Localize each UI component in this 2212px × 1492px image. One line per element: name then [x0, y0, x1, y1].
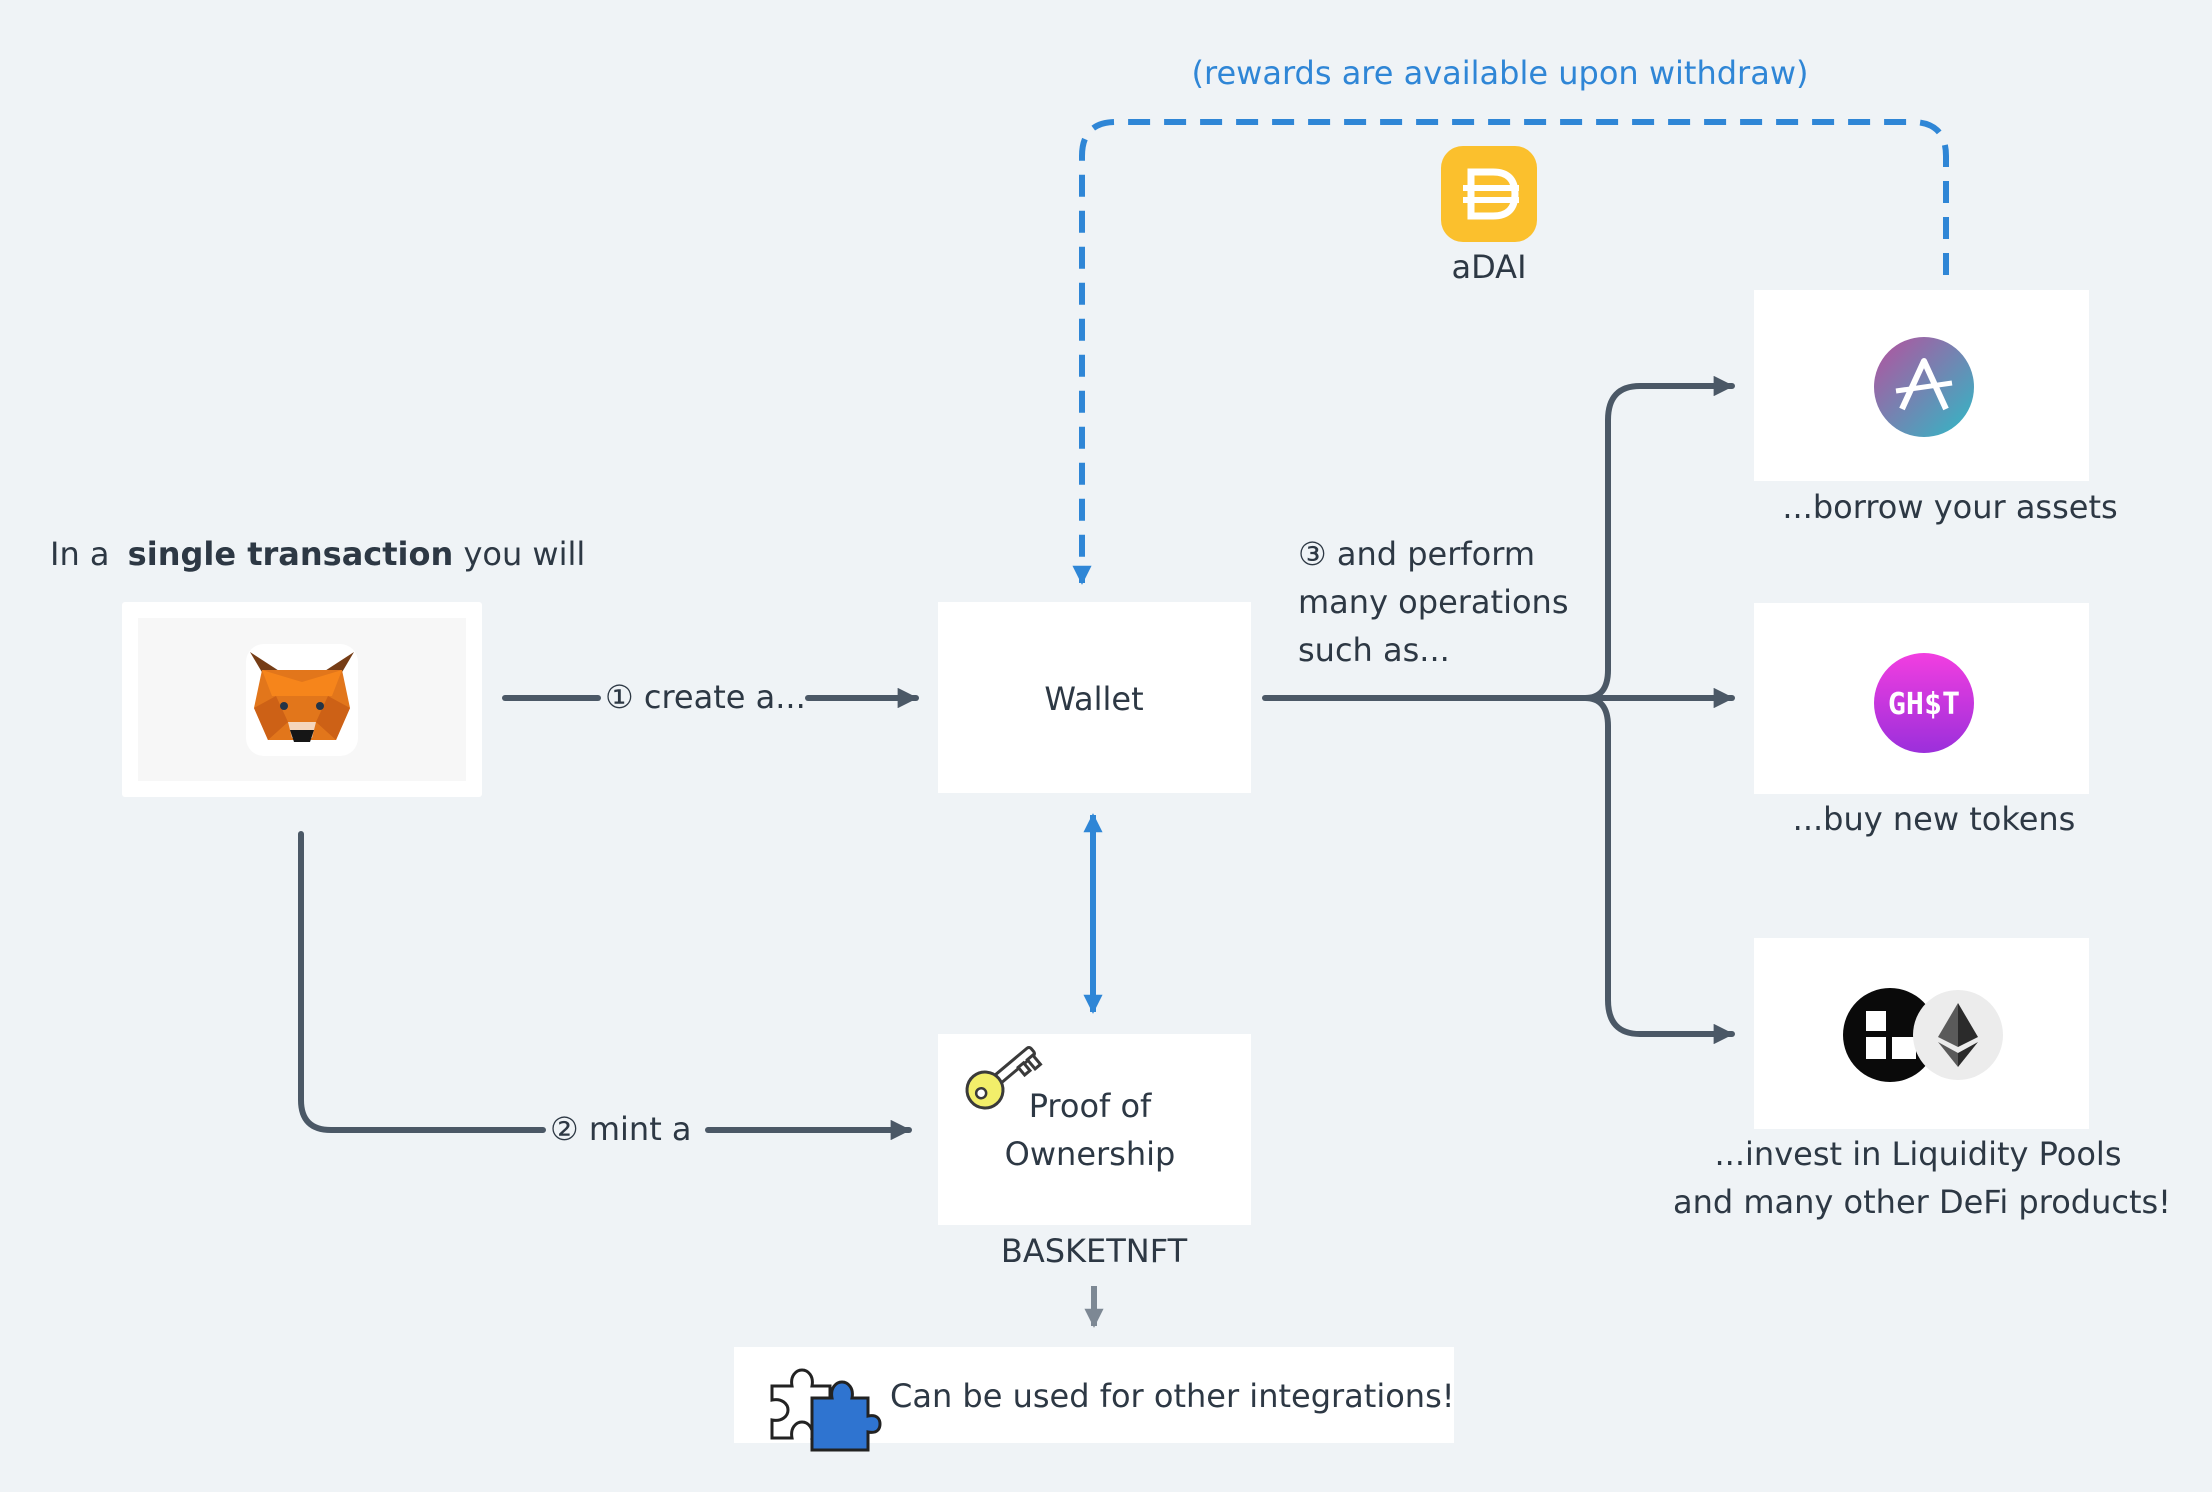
ghst-icon: GH$T [1874, 653, 1974, 753]
step-perform-line1: ③ and perform [1298, 535, 1535, 573]
buy-label: ...buy new tokens [1793, 800, 2076, 838]
intro-text: In a single transaction you will [50, 535, 585, 573]
basketnft-label: BASKETNFT [1001, 1232, 1188, 1270]
step-perform-line2: many operations [1298, 583, 1568, 621]
ghst-box: GH$T [1754, 603, 2089, 794]
proof-box: Proof of Ownership [938, 1034, 1251, 1225]
metamask-box [122, 602, 482, 797]
intro-prefix: In a [50, 535, 120, 573]
step-create-label: ① create a... [605, 678, 806, 716]
invest-label-line2: and many other DeFi products! [1673, 1183, 2171, 1221]
branch-top-arrow [1582, 375, 1735, 701]
wallet-box: Wallet [938, 602, 1251, 793]
adai-label: aDAI [1451, 248, 1526, 286]
dai-icon [1441, 146, 1537, 242]
balancer-icon [1843, 988, 1937, 1082]
rewards-note: (rewards are available upon withdraw) [1192, 54, 1809, 92]
proof-label-line2: Ownership [1005, 1135, 1176, 1173]
step-perform-line3: such as... [1298, 631, 1450, 669]
invest-label-line1: ...invest in Liquidity Pools [1715, 1135, 2122, 1173]
wallet-label: Wallet [1044, 680, 1143, 718]
borrow-label: ...borrow your assets [1782, 488, 2117, 526]
aave-box [1754, 290, 2089, 481]
proof-label-line1: Proof of [1029, 1087, 1152, 1125]
mint-connector [298, 831, 546, 1133]
aave-icon [1874, 337, 1974, 437]
ethereum-icon [1913, 990, 2003, 1080]
intro-suffix: you will [453, 535, 585, 573]
ghst-logo-text: GH$T [1888, 687, 1960, 722]
liquidity-box [1754, 938, 2089, 1129]
intro-bold: single transaction [128, 535, 454, 573]
step-perform-label: ③ and perform many operations such as... [1298, 535, 1568, 669]
puzzle-icon [770, 1368, 882, 1452]
rewards-dashed-arrow [1072, 119, 1949, 585]
connectors [298, 119, 1949, 1328]
integrations-box: Can be used for other integrations! [734, 1347, 1455, 1452]
step-mint-label: ② mint a [550, 1110, 692, 1148]
metamask-fox-icon [246, 644, 358, 756]
integrations-label: Can be used for other integrations! [890, 1377, 1455, 1415]
branch-bottom-arrow [1582, 695, 1735, 1045]
key-icon [965, 1046, 1043, 1110]
